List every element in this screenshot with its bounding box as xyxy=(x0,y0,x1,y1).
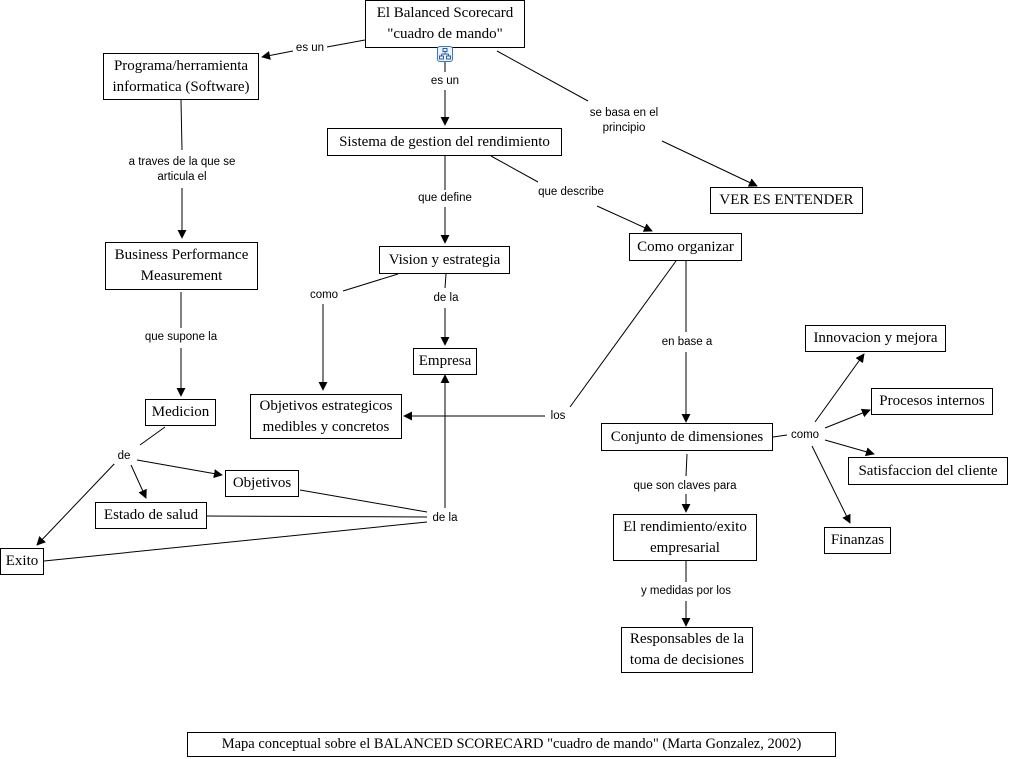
concept-finanzas[interactable]: Finanzas xyxy=(824,527,891,554)
map-caption: Mapa conceptual sobre el BALANCED SCOREC… xyxy=(187,732,836,757)
link-de-la-bottom[interactable]: de la xyxy=(428,511,462,526)
concept-estado-salud[interactable]: Estado de salud xyxy=(95,502,207,529)
link-de[interactable]: de xyxy=(114,449,134,464)
concept-empresa[interactable]: Empresa xyxy=(413,348,477,375)
concept-map-icon[interactable] xyxy=(437,46,453,62)
concept-exito[interactable]: Exito xyxy=(0,548,44,575)
concept-vision-estrategia[interactable]: Vision y estrategia xyxy=(379,246,510,274)
concept-ver-es-entender[interactable]: VER ES ENTENDER xyxy=(710,187,863,214)
concept-map-glyph xyxy=(439,48,451,60)
concept-rendimiento-exito[interactable]: El rendimiento/exito empresarial xyxy=(613,514,757,561)
concept-medicion[interactable]: Medicion xyxy=(145,399,216,426)
concept-satisfaccion-cliente[interactable]: Satisfaccion del cliente xyxy=(848,457,1008,485)
concept-balanced-scorecard[interactable]: El Balanced Scorecard "cuadro de mando" xyxy=(365,0,525,48)
concept-sistema-gestion[interactable]: Sistema de gestion del rendimiento xyxy=(327,128,562,156)
concept-responsables-decisiones[interactable]: Responsables de la toma de decisiones xyxy=(621,627,753,673)
concept-objetivos-estrategicos[interactable]: Objetivos estrategicos medibles y concre… xyxy=(250,394,402,439)
concept-procesos-internos[interactable]: Procesos internos xyxy=(871,388,993,415)
link-a-traves-de[interactable]: a traves de la que se articula el xyxy=(120,155,244,185)
concept-conjunto-dimensiones[interactable]: Conjunto de dimensiones xyxy=(601,423,773,451)
link-de-la-empresa[interactable]: de la xyxy=(430,291,462,306)
concept-objetivos[interactable]: Objetivos xyxy=(225,470,299,497)
concept-business-performance[interactable]: Business Performance Measurement xyxy=(105,242,258,290)
link-y-medidas-por[interactable]: y medidas por los xyxy=(636,584,736,599)
link-como-vision[interactable]: como xyxy=(307,288,341,303)
link-que-describe[interactable]: que describe xyxy=(532,185,610,200)
concept-innovacion-mejora[interactable]: Innovacion y mejora xyxy=(805,325,946,352)
concept-programa-software[interactable]: Programa/herramienta informatica (Softwa… xyxy=(103,53,259,100)
link-es-un-down[interactable]: es un xyxy=(427,74,463,89)
link-los[interactable]: los xyxy=(547,409,569,424)
link-es-un-left[interactable]: es un xyxy=(293,41,327,56)
link-que-son-claves[interactable]: que son claves para xyxy=(627,479,743,494)
link-en-base-a[interactable]: en base a xyxy=(656,335,718,350)
link-como-dimensiones[interactable]: como xyxy=(787,428,823,443)
link-que-supone-la[interactable]: que supone la xyxy=(139,330,223,345)
concept-como-organizar[interactable]: Como organizar xyxy=(629,233,742,261)
link-que-define[interactable]: que define xyxy=(413,191,477,206)
link-se-basa-en[interactable]: se basa en el principio xyxy=(586,106,662,136)
